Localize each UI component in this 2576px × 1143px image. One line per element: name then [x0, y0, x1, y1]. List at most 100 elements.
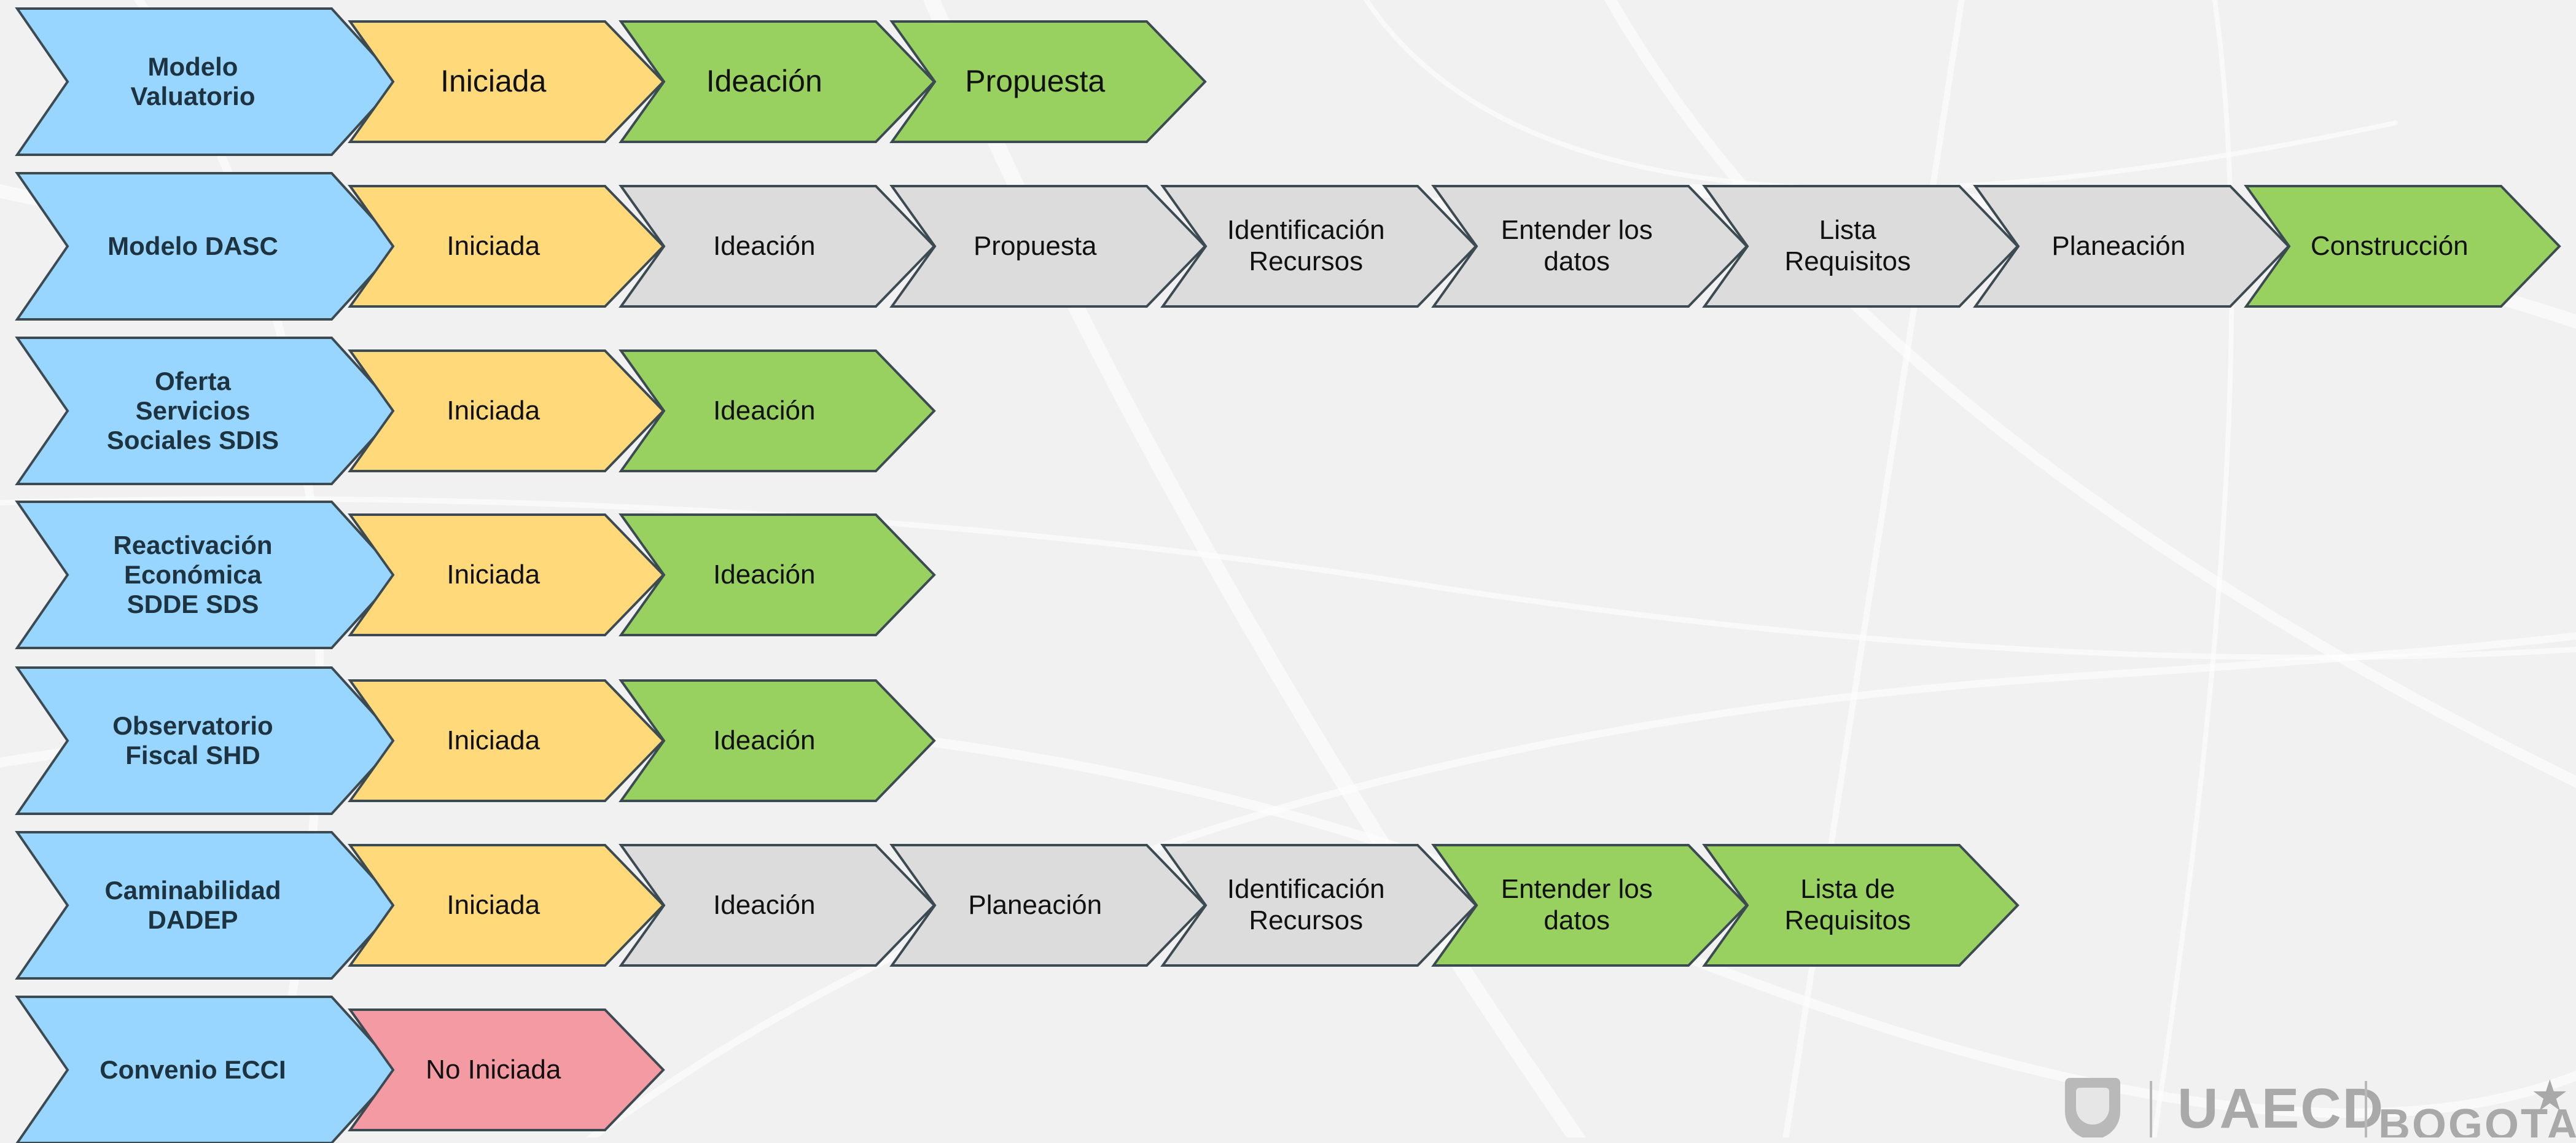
stage-iniciada-label: Iniciada	[447, 230, 541, 261]
uaecd-logo: UAECD	[2177, 1077, 2385, 1137]
stage-no_iniciada-shape	[348, 1008, 665, 1131]
row-header-label: Modelo DASC	[107, 231, 278, 260]
stage-pending-shape	[619, 844, 936, 967]
stage-active-shape	[619, 20, 936, 143]
stage-iniciada: Iniciada	[348, 185, 665, 308]
stage-active-polygon	[619, 513, 936, 636]
stage-pending-polygon	[1160, 185, 1478, 308]
stage-pending: Entender los datos	[1431, 185, 1749, 308]
stage-iniciada-label: Iniciada	[447, 559, 541, 590]
stage-iniciada-polygon	[348, 844, 665, 967]
stage-iniciada-shape	[348, 349, 665, 472]
stage-active-polygon	[889, 20, 1207, 143]
stage-iniciada-label: Iniciada	[447, 889, 541, 920]
stage-pending-label: Entender los datos	[1501, 215, 1653, 276]
stage-active-shape	[2244, 185, 2561, 308]
row-header-label: Oferta Servicios Sociales SDIS	[106, 366, 279, 455]
stage-iniciada-label: Iniciada	[447, 725, 541, 755]
stage-pending-polygon	[1431, 185, 1749, 308]
stage-iniciada-polygon	[348, 349, 665, 472]
stage-iniciada-label: Iniciada	[440, 64, 547, 99]
stage-pending-polygon	[1160, 844, 1478, 967]
stage-active-polygon	[2244, 185, 2561, 308]
stage-active-polygon	[1431, 844, 1749, 967]
stage-iniciada-polygon	[348, 20, 665, 143]
row-header-label: Observatorio Fiscal SHD	[112, 711, 273, 770]
stage-no_iniciada: No Iniciada	[348, 1008, 665, 1131]
stage-pending: Planeación	[889, 844, 1207, 967]
stage-active-shape	[1702, 844, 2020, 967]
row-header-polygon	[15, 7, 400, 156]
logo-divider	[2150, 1081, 2152, 1137]
stage-pending-polygon	[889, 185, 1207, 308]
stage-active-shape	[889, 20, 1207, 143]
stage-pending-shape	[1431, 185, 1749, 308]
stage-active: Ideación	[619, 679, 936, 802]
row-header-label: Reactivación Económica SDDE SDS	[113, 530, 273, 619]
stage-active-label: Propuesta	[965, 64, 1106, 99]
row-header-shape	[15, 337, 400, 485]
row-header: Observatorio Fiscal SHD	[15, 666, 400, 815]
row-header: Reactivación Económica SDDE SDS	[15, 501, 400, 649]
stage-iniciada-polygon	[348, 185, 665, 308]
stage-active-label: Ideación	[713, 559, 816, 590]
stage-pending-label: Ideación	[713, 230, 816, 261]
row-header-polygon	[15, 996, 400, 1143]
bogota-logo: BOGOTA	[2378, 1101, 2576, 1137]
stage-pending-shape	[1160, 844, 1478, 967]
stage-active-polygon	[619, 20, 936, 143]
stage-no_iniciada-polygon	[348, 1008, 665, 1131]
footer-logos: UAECD BOGOTA ★	[2058, 1066, 2576, 1137]
row-header-shape	[15, 7, 400, 156]
stage-pending-label: Lista Requisitos	[1784, 215, 1911, 276]
row-header-polygon	[15, 501, 400, 649]
stage-active: Lista de Requisitos	[1702, 844, 2020, 967]
stage-active-shape	[1431, 844, 1749, 967]
row-header-shape	[15, 172, 400, 321]
row-header-shape	[15, 996, 400, 1143]
row-header-polygon	[15, 172, 400, 321]
stage-pending-label: Ideación	[713, 889, 816, 920]
stage-active-label: Ideación	[713, 395, 816, 426]
row-header-label: Convenio ECCI	[100, 1055, 286, 1084]
stage-pending-label: Planeación	[968, 889, 1103, 920]
stage-pending-polygon	[619, 844, 936, 967]
stage-iniciada: Iniciada	[348, 20, 665, 143]
stage-pending-shape	[619, 185, 936, 308]
stage-iniciada: Iniciada	[348, 679, 665, 802]
stage-pending-shape	[889, 185, 1207, 308]
stage-active: Ideación	[619, 513, 936, 636]
row-header: Modelo DASC	[15, 172, 400, 321]
row-header-shape	[15, 666, 400, 815]
stage-iniciada: Iniciada	[348, 513, 665, 636]
stage-pending-polygon	[619, 185, 936, 308]
stage-pending-shape	[889, 844, 1207, 967]
stage-pending-polygon	[889, 844, 1207, 967]
stage-active-shape	[619, 349, 936, 472]
row-header-shape	[15, 831, 400, 980]
stage-pending: Identificación Recursos	[1160, 844, 1478, 967]
stage-active-label: Entender los datos	[1501, 874, 1653, 935]
stage-iniciada-shape	[348, 20, 665, 143]
coat-of-arms-icon	[2065, 1078, 2120, 1137]
stage-pending-label: Identificación Recursos	[1227, 215, 1385, 276]
stage-active-shape	[619, 679, 936, 802]
row-header: Caminabilidad DADEP	[15, 831, 400, 980]
stage-iniciada-polygon	[348, 679, 665, 802]
stage-iniciada: Iniciada	[348, 844, 665, 967]
stage-active-polygon	[619, 679, 936, 802]
row-header: Convenio ECCI	[15, 996, 400, 1143]
row-header-label: Caminabilidad DADEP	[104, 875, 281, 934]
stage-pending-label: Propuesta	[973, 230, 1097, 261]
stage-iniciada: Iniciada	[348, 349, 665, 472]
row-header-polygon	[15, 831, 400, 980]
stage-active: Ideación	[619, 349, 936, 472]
stage-iniciada-shape	[348, 844, 665, 967]
stage-pending-shape	[1973, 185, 2290, 308]
stage-iniciada-polygon	[348, 513, 665, 636]
stage-pending-shape	[1160, 185, 1478, 308]
row-header-label: Modelo Valuatorio	[130, 52, 256, 111]
stage-active-polygon	[619, 349, 936, 472]
stage-active: Ideación	[619, 20, 936, 143]
